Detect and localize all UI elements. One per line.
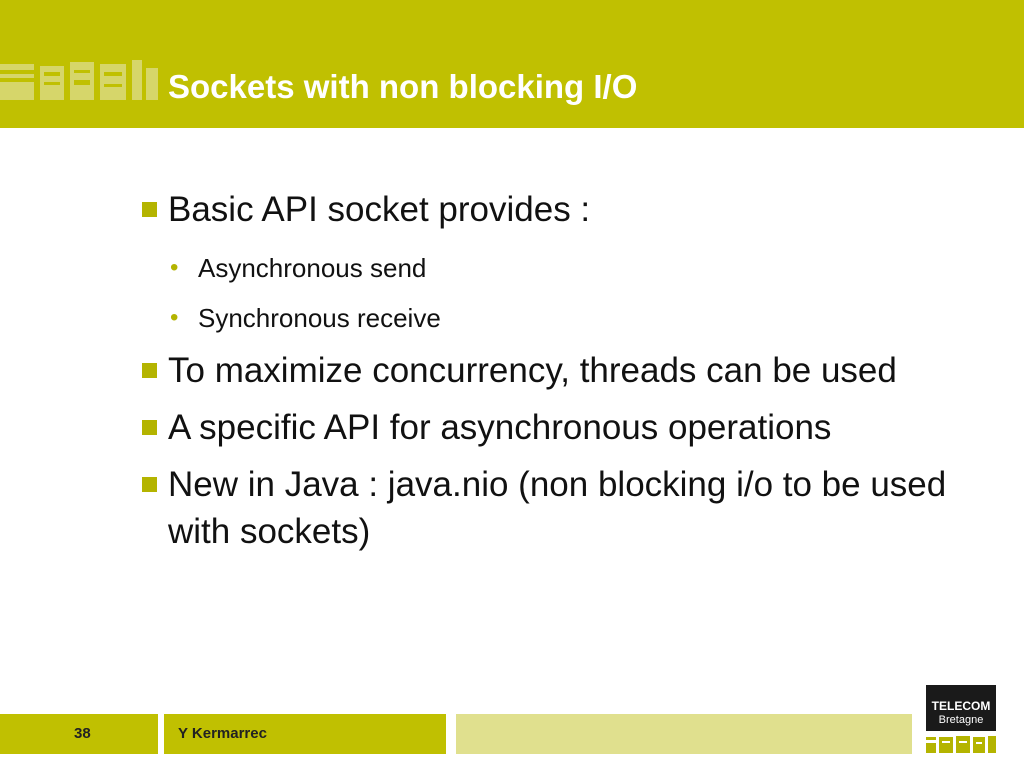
bullet-text: A specific API for asynchronous operatio… <box>168 408 832 447</box>
square-bullet-icon <box>142 420 157 435</box>
sub-bullet-item: • Asynchronous send <box>140 243 970 293</box>
dot-bullet-icon: • <box>170 304 179 331</box>
square-bullet-icon <box>142 477 157 492</box>
sub-bullet-item: • Synchronous receive <box>140 293 970 343</box>
author-name: Y Kermarrec <box>178 725 267 742</box>
page-number: 38 <box>74 725 91 742</box>
bullet-text: Basic API socket provides : <box>168 190 591 229</box>
square-bullet-icon <box>142 363 157 378</box>
footer-author: Y Kermarrec <box>164 714 446 754</box>
logo-box: TELECOM Bretagne <box>926 685 996 731</box>
bullet-item: A specific API for asynchronous operatio… <box>140 404 970 451</box>
sub-bullet-text: Asynchronous send <box>198 253 427 283</box>
sub-bullet-list: • Asynchronous send • Synchronous receiv… <box>140 243 970 343</box>
telecom-watermark-logo-icon <box>0 60 158 100</box>
sub-bullet-text: Synchronous receive <box>198 303 441 333</box>
logo-glyph-icon <box>926 736 996 753</box>
footer-page-number: 38 <box>0 714 158 754</box>
dot-bullet-icon: • <box>170 254 179 281</box>
bullet-item: New in Java : java.nio (non blocking i/o… <box>140 461 970 555</box>
bullet-item: Basic API socket provides : <box>140 186 970 233</box>
logo-line1: TELECOM <box>931 699 991 713</box>
logo-line2: Bretagne <box>938 714 984 726</box>
title-bar: Sockets with non blocking I/O <box>0 0 1024 128</box>
slide-title: Sockets with non blocking I/O <box>168 68 638 105</box>
bullet-text: New in Java : java.nio (non blocking i/o… <box>168 465 947 551</box>
telecom-bretagne-logo: TELECOM Bretagne <box>926 685 996 757</box>
bullet-text: To maximize concurrency, threads can be … <box>168 351 897 390</box>
square-bullet-icon <box>142 202 157 217</box>
footer-spacer <box>456 714 912 754</box>
bullet-item: To maximize concurrency, threads can be … <box>140 347 970 394</box>
bullet-list: Basic API socket provides : • Asynchrono… <box>140 186 970 565</box>
